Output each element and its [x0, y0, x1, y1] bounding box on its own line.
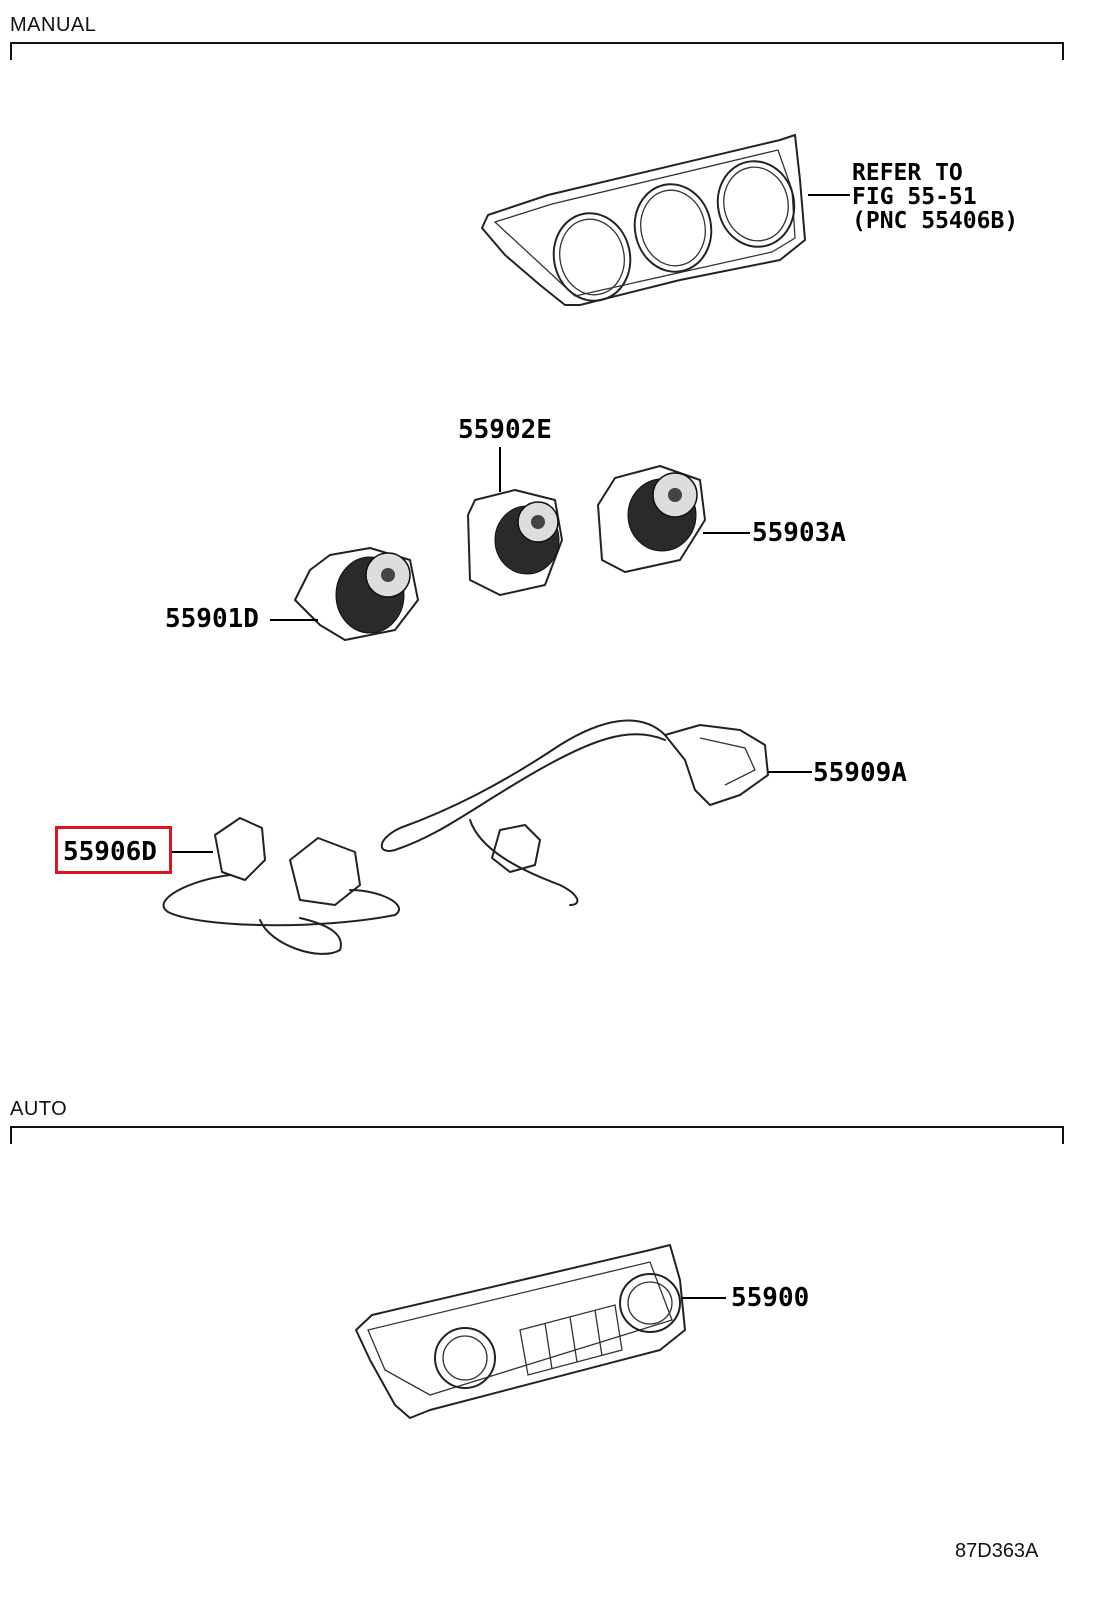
part-label-55902E[interactable]: 55902E — [458, 415, 552, 445]
control-unit-55900-drawing — [355, 1244, 726, 1419]
callout-refer-line1: REFER TO — [852, 160, 963, 186]
bezel-panel-drawing — [481, 134, 850, 306]
part-label-55909A[interactable]: 55909A — [813, 758, 907, 788]
knob-55901D-drawing — [270, 547, 419, 641]
callout-refer-line3: (PNC 55406B) — [852, 208, 1019, 234]
cable-55906D-drawing — [162, 817, 579, 955]
figure-code: 87D363A — [955, 1540, 1039, 1562]
part-label-55901D[interactable]: 55901D — [165, 604, 259, 634]
section-bracket-manual — [10, 42, 1064, 60]
highlight-box-55906D — [55, 826, 172, 874]
knob-55902E-drawing — [467, 447, 563, 596]
section-title-manual: MANUAL — [10, 14, 97, 36]
callout-refer-line2: FIG 55-51 — [852, 184, 977, 210]
part-label-55906D[interactable]: 55906D — [63, 837, 157, 867]
part-label-55900[interactable]: 55900 — [731, 1283, 810, 1313]
part-label-55903A[interactable]: 55903A — [752, 518, 846, 548]
section-title-auto: AUTO — [10, 1098, 68, 1120]
section-bracket-auto — [10, 1126, 1064, 1144]
cable-55909A-drawing — [380, 719, 812, 852]
knob-55903A-drawing — [597, 465, 750, 573]
